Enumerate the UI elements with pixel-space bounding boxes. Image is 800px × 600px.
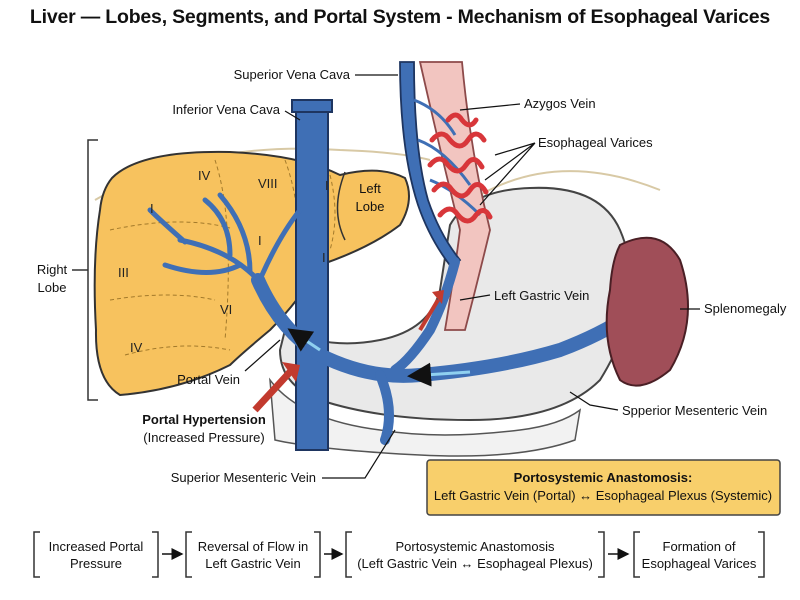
flow-step-1-line2: Pressure — [70, 556, 122, 571]
flow-box-3-bracket — [345, 531, 605, 578]
leader-portal-vein — [244, 339, 281, 372]
segment-label: VIII — [258, 176, 278, 191]
label-esophageal-varices: Esophageal Varices — [538, 135, 653, 150]
label-left-lobe-1: Left — [359, 181, 381, 196]
intrahepatic-branches — [147, 192, 303, 283]
diaphragm-line-2 — [479, 170, 661, 196]
segment-label: IV — [198, 168, 211, 183]
flow-step-4-line1: Formation of — [663, 539, 736, 554]
flow-step-1-line1: Increased Portal — [49, 539, 144, 554]
portal-hypertension-arrow — [252, 369, 293, 413]
flow-step-2-line2: Left Gastric Vein — [205, 556, 300, 571]
leader-lgv — [459, 294, 491, 301]
leader-ivc — [284, 110, 301, 121]
segment-label: I — [258, 233, 262, 248]
label-portal-vein: Portal Vein — [177, 372, 240, 387]
anastomosis-title: Portosystemic Anastomosis: — [514, 470, 693, 485]
anastomosis-box — [426, 459, 781, 516]
label-azygos-vein: Azygos Vein — [524, 96, 596, 111]
label-portal-hypertension: Portal Hypertension — [142, 412, 266, 427]
label-left-gastric-vein: Left Gastric Vein — [494, 288, 589, 303]
inferior-vena-cava — [295, 99, 329, 451]
segment-label: III — [118, 265, 129, 280]
label-spperior-mesenteric-vein: Spperior Mesenteric Vein — [622, 403, 767, 418]
label-splenomegaly: Splenomegaly — [704, 301, 787, 316]
label-increased-pressure: (Increased Pressure) — [143, 430, 264, 445]
segment-dividers — [109, 159, 336, 356]
superior-mesenteric-vein — [375, 370, 394, 445]
reversed-flow-arrow — [418, 298, 440, 332]
flow-chain: Increased Portal Pressure Reversal of Fl… — [33, 531, 765, 578]
flow-step-3-line1: Portosystemic Anastomosis — [396, 539, 555, 554]
spleen — [605, 236, 689, 387]
esophageal-varices — [427, 112, 493, 224]
left-gastric-vein — [390, 257, 460, 375]
ivc-top — [291, 99, 333, 113]
segment-label: VI — [220, 302, 232, 317]
portal-hypertension-arrowhead — [282, 362, 300, 382]
label-superior-vena-cava: Superior Vena Cava — [234, 67, 351, 82]
flow-step-2-line1: Reversal of Flow in — [198, 539, 309, 554]
segment-label: I — [150, 201, 154, 216]
label-right-lobe-1: Right — [37, 262, 68, 277]
leader-smv — [322, 429, 396, 479]
reversed-flow-arrowhead — [432, 290, 444, 304]
anastomosis-text: Left Gastric Vein (Portal) ↔ Esophageal … — [434, 488, 772, 503]
flow-arrow-portal — [287, 328, 321, 352]
flow-arrow-splenic — [407, 362, 471, 387]
label-superior-mesenteric-vein: Superior Mesenteric Vein — [171, 470, 316, 485]
leader-varices — [479, 142, 536, 206]
leader-spperior — [569, 391, 619, 411]
diagram-title: Liver — Lobes, Segments, and Portal Syst… — [29, 6, 771, 28]
flow-box-4-bracket — [633, 531, 765, 578]
pancreas — [269, 377, 582, 457]
leader-azygos — [459, 103, 521, 111]
flow-box-1-bracket — [33, 531, 159, 578]
segment-label: I — [322, 250, 326, 265]
flow-step-3-line2: (Left Gastric Vein ↔ Esophageal Plexus) — [357, 556, 593, 571]
label-inferior-vena-cava: Inferior Vena Cava — [172, 102, 280, 117]
label-right-lobe-2: Lobe — [38, 280, 67, 295]
segment-label: IV — [130, 340, 143, 355]
segment-label: I — [325, 178, 329, 193]
lobe-divider — [336, 171, 346, 241]
flow-step-4-line2: Esophageal Varices — [642, 556, 757, 571]
label-left-lobe-2: Lobe — [356, 199, 385, 214]
flow-box-2-bracket — [185, 531, 321, 578]
